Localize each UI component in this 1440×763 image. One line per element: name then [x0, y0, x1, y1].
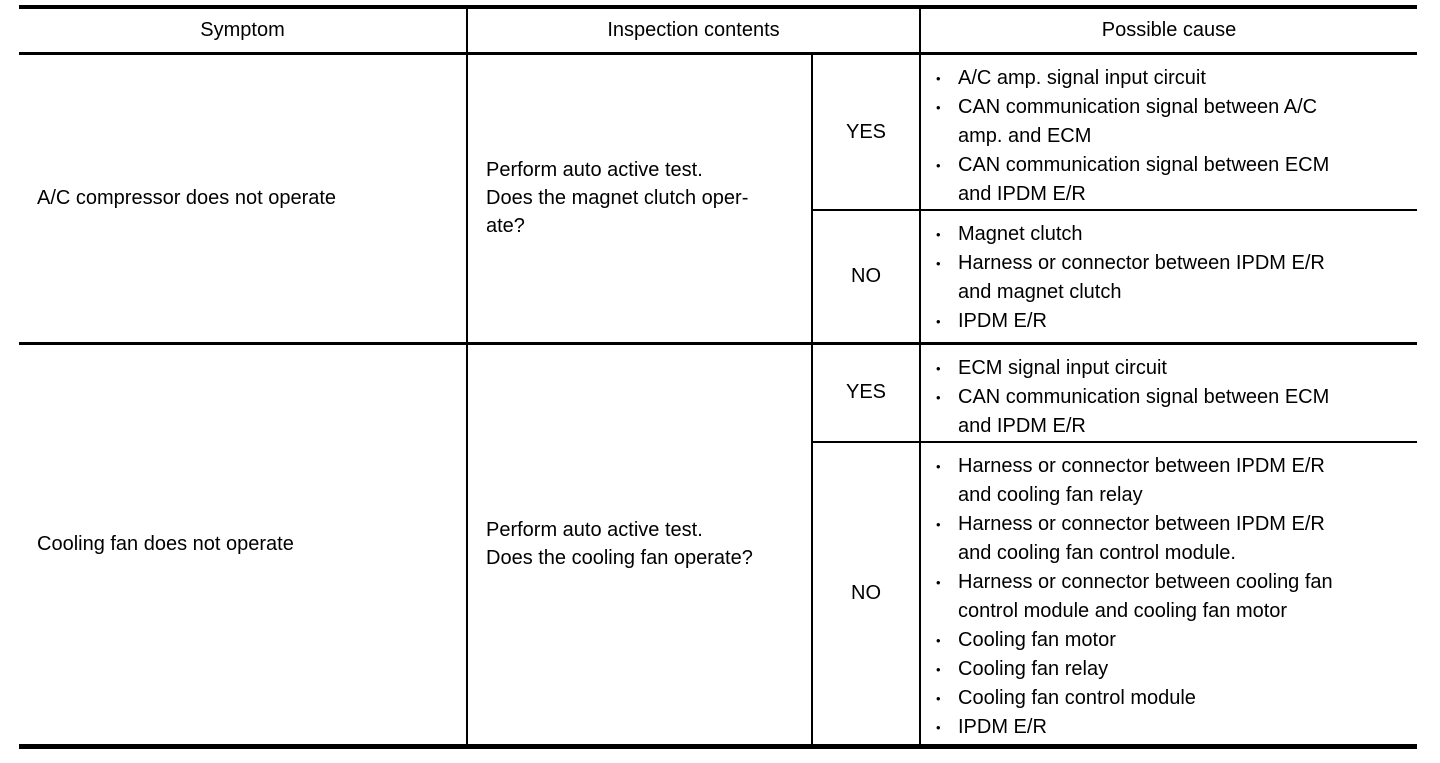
cause-text: Cooling fan motor: [958, 628, 1116, 651]
bullet-icon: •: [936, 100, 941, 115]
table-header: Symptom Inspection contents Possible cau…: [19, 5, 1417, 55]
cause-text: Harness or connector between IPDM E/R an…: [958, 252, 1325, 303]
symptom-table-container: Symptom Inspection contents Possible cau…: [19, 5, 1440, 749]
answer-cell-no: NO: [811, 441, 920, 749]
inspection-line: Perform auto active test.: [486, 519, 703, 542]
cause-text: CAN communication signal between ECM and…: [958, 385, 1330, 437]
inspection-text: Perform auto active test. Does the magnet…: [486, 156, 811, 240]
cause-item: • CAN communication signal between ECM an…: [935, 151, 1358, 209]
inspection-line: Does the cooling fan operate?: [486, 547, 753, 570]
bullet-icon: •: [936, 360, 941, 376]
cause-text: Harness or connector between IPDM E/R an…: [958, 512, 1325, 564]
bullet-icon: •: [936, 389, 941, 405]
bullet-icon: •: [936, 661, 941, 677]
cause-text: CAN communication signal between ECM and…: [958, 154, 1330, 205]
row-group-ac-compressor: A/C compressor does not operate Perform …: [19, 53, 1417, 343]
header-possible-cause: Possible cause: [919, 5, 1417, 55]
cause-item: • Harness or connector between cooling fa…: [935, 568, 1358, 626]
bullet-icon: •: [936, 516, 941, 532]
inspection-line: Perform auto active test.: [486, 159, 703, 182]
cause-text: CAN communication signal between A/C amp…: [958, 96, 1318, 147]
inspection-cell: Perform auto active test. Does the coolin…: [466, 341, 812, 749]
cause-text: IPDM E/R: [958, 310, 1047, 332]
table-row: A/C compressor does not operate Perform …: [19, 53, 1417, 343]
table-row: NO • Harness or connector between IPDM E/…: [19, 441, 1417, 749]
cause-text: Harness or connector between cooling fan…: [958, 570, 1333, 622]
bullet-icon: •: [936, 158, 941, 173]
bullet-icon: •: [936, 458, 941, 474]
inspection-text: Perform auto active test. Does the coolin…: [486, 516, 811, 572]
cause-item: • IPDM E/R: [935, 713, 1358, 742]
symptom-cell: A/C compressor does not operate: [37, 186, 337, 209]
table-row: Cooling fan does not operate Perform aut…: [19, 341, 1417, 749]
cause-item: • ECM signal input circuit: [935, 354, 1358, 383]
cause-item: • Cooling fan motor: [935, 626, 1358, 655]
cause-list: • Harness or connector between IPDM E/R a…: [921, 452, 1417, 742]
header-row: Symptom Inspection contents Possible cau…: [19, 5, 1417, 55]
bullet-icon: •: [936, 719, 941, 735]
cause-item: • Magnet clutch: [935, 220, 1358, 249]
answer-cell-no: NO: [811, 210, 920, 343]
bullet-icon: •: [936, 632, 941, 648]
cause-text: Cooling fan control module: [958, 686, 1196, 709]
bullet-icon: •: [936, 227, 941, 242]
bullet-icon: •: [936, 314, 941, 329]
row-group-cooling-fan: Cooling fan does not operate Perform aut…: [19, 341, 1417, 749]
cause-item: • CAN communication signal between A/C am…: [935, 93, 1358, 151]
header-inspection-contents: Inspection contents: [466, 5, 920, 55]
cause-item: • Harness or connector between IPDM E/R a…: [935, 452, 1358, 510]
inspection-cell: Perform auto active test. Does the magnet…: [466, 53, 812, 343]
header-symptom: Symptom: [19, 5, 467, 55]
diagnosis-table: Symptom Inspection contents Possible cau…: [19, 5, 1417, 749]
bullet-icon: •: [936, 71, 941, 86]
cause-item: • Cooling fan relay: [935, 655, 1358, 684]
cause-item: • Harness or connector between IPDM E/R a…: [935, 510, 1358, 568]
cause-text: ECM signal input circuit: [958, 356, 1167, 379]
cause-item: • Harness or connector between IPDM E/R a…: [935, 249, 1358, 307]
cause-text: Cooling fan relay: [958, 657, 1109, 680]
symptom-cell: Cooling fan does not operate: [19, 341, 467, 749]
cause-item: • Cooling fan control module: [935, 684, 1358, 713]
cause-cell: • A/C amp. signal input circuit • CAN commu…: [919, 53, 1417, 211]
bullet-icon: •: [936, 574, 941, 590]
bullet-icon: •: [936, 256, 941, 271]
table-row: NO • Magnet clutch • Harness or connector b…: [19, 210, 1417, 343]
cause-text: Harness or connector between IPDM E/R an…: [958, 454, 1325, 506]
cause-list: • ECM signal input circuit • CAN communicat…: [921, 354, 1417, 441]
bullet-icon: •: [936, 690, 941, 706]
cause-text: A/C amp. signal input circuit: [958, 67, 1206, 89]
cause-cell: • Magnet clutch • Harness or connector betw…: [919, 210, 1417, 343]
cause-item: • CAN communication signal between ECM an…: [935, 383, 1358, 441]
cause-list: • A/C amp. signal input circuit • CAN commu…: [921, 64, 1417, 209]
inspection-line: Does the magnet clutch oper-: [486, 187, 749, 210]
cause-list: • Magnet clutch • Harness or connector betw…: [921, 220, 1417, 336]
cause-item: • A/C amp. signal input circuit: [935, 64, 1358, 93]
cause-text: IPDM E/R: [958, 715, 1047, 738]
answer-cell-yes: YES: [811, 53, 920, 211]
cause-item: • IPDM E/R: [935, 307, 1358, 336]
inspection-line: ate?: [486, 215, 525, 238]
cause-cell: • Harness or connector between IPDM E/R a…: [919, 441, 1417, 749]
cause-cell: • ECM signal input circuit • CAN communicat…: [919, 341, 1417, 443]
cause-text: Magnet clutch: [958, 223, 1083, 245]
answer-cell-yes: YES: [811, 341, 920, 443]
